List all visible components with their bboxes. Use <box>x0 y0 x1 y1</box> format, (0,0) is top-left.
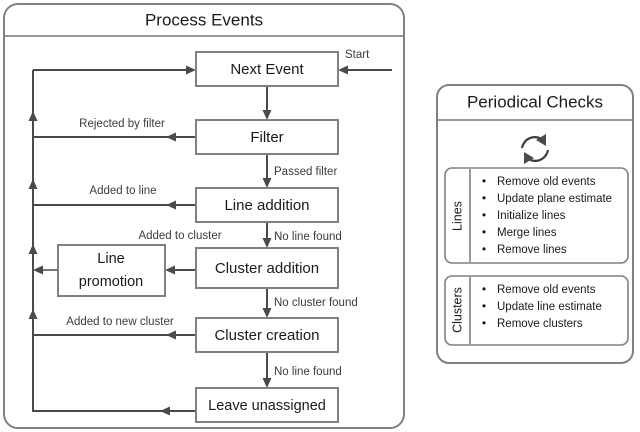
edge-labels: Start Rejected by filter Passed filter A… <box>66 49 370 378</box>
periodical-checks-title: Periodical Checks <box>467 92 603 111</box>
edge-start-to-next-event <box>338 65 392 75</box>
bullet-icon: • <box>482 225 486 239</box>
check-item-clusters-2: Remove clusters <box>497 318 583 330</box>
node-filter-label: Filter <box>250 129 283 146</box>
edge-line-addition-to-cluster-addition <box>262 222 272 248</box>
arrowhead-added-to-new-cluster <box>166 330 176 340</box>
check-item-lines-0: Remove old events <box>497 176 596 188</box>
node-line-promotion-label-line1: Line <box>97 251 124 267</box>
edge-label-no-cluster-found: No cluster found <box>274 297 358 309</box>
node-leave-unassigned-label: Leave unassigned <box>208 398 326 414</box>
arrowhead-start <box>338 65 348 75</box>
check-item-lines-3: Merge lines <box>497 227 557 239</box>
bullet-icon: • <box>482 191 486 205</box>
check-group-clusters-box <box>444 275 629 346</box>
check-item-lines-4: Remove lines <box>497 244 567 256</box>
node-leave-unassigned[interactable]: Leave unassigned <box>195 387 339 423</box>
check-group-clusters-label: Clusters <box>450 287 464 333</box>
arrowhead-next-to-filter <box>262 110 272 120</box>
node-line-promotion-label-line2: promotion <box>79 274 143 290</box>
bullet-icon: • <box>482 174 486 188</box>
node-line-promotion-box[interactable] <box>57 244 166 297</box>
node-cluster-addition-label: Cluster addition <box>215 260 319 277</box>
edge-label-added-to-line: Added to line <box>89 185 156 197</box>
arrowhead-added-to-cluster <box>165 265 175 275</box>
edge-label-rejected-by-filter: Rejected by filter <box>79 118 165 130</box>
node-next-event[interactable]: Next Event <box>195 51 339 87</box>
node-line-promotion[interactable]: Line promotion <box>57 244 166 297</box>
arrowhead-added-to-line <box>166 200 176 210</box>
edge-label-added-to-new-cluster: Added to new cluster <box>66 316 174 328</box>
node-cluster-creation-box[interactable] <box>195 317 339 353</box>
check-group-clusters: Clusters • Remove old events • Update li… <box>444 275 629 346</box>
flow-nodes: Next Event Filter Line addition Line pro… <box>57 51 339 423</box>
arrowhead-trunk-up-1 <box>28 111 38 121</box>
node-cluster-addition[interactable]: Cluster addition <box>195 247 339 289</box>
edge-added-to-line <box>28 179 196 210</box>
bullet-icon: • <box>482 242 486 256</box>
arrowhead-line-promotion-to-trunk <box>33 265 43 275</box>
bullet-icon: • <box>482 208 486 222</box>
arrowhead-line-addition-to-cluster-addition <box>262 238 272 248</box>
node-line-addition[interactable]: Line addition <box>195 187 339 223</box>
bullet-icon: • <box>482 299 486 313</box>
edge-cluster-creation-to-leave-unassigned <box>262 352 272 388</box>
periodical-checks-panel: Periodical Checks Lines • Remove old eve… <box>436 84 634 364</box>
check-group-lines: Lines • Remove old events • Update plane… <box>444 167 629 264</box>
check-group-lines-box <box>444 167 629 264</box>
node-line-addition-box[interactable] <box>195 187 339 223</box>
circular-refresh-icon <box>520 134 550 164</box>
arrowhead-trunk-up-4 <box>28 309 38 319</box>
edge-rejected-by-filter <box>28 111 196 142</box>
node-next-event-box[interactable] <box>195 51 339 87</box>
edge-label-added-to-cluster: Added to cluster <box>138 230 221 242</box>
arrowhead-trunk-up-3 <box>28 244 38 254</box>
check-item-clusters-0: Remove old events <box>497 284 596 296</box>
bullet-icon: • <box>482 316 486 330</box>
arrowhead-filter-to-line-addition <box>262 178 272 188</box>
node-leave-unassigned-box[interactable] <box>195 387 339 423</box>
check-group-lines-label: Lines <box>450 201 464 231</box>
edge-label-passed-filter: Passed filter <box>274 166 337 178</box>
node-line-addition-label: Line addition <box>224 197 309 214</box>
edge-added-to-new-cluster <box>28 309 196 340</box>
arrowhead-leave-unassigned <box>160 406 170 416</box>
arrowhead-return-into-next-event <box>186 65 196 75</box>
edge-label-start: Start <box>345 49 370 61</box>
edge-return-into-next-event <box>33 65 196 75</box>
bullet-icon: • <box>482 282 486 296</box>
arrowhead-cluster-creation-to-leave-unassigned <box>262 378 272 388</box>
check-item-lines-2: Initialize lines <box>497 210 566 222</box>
node-next-event-label: Next Event <box>230 61 304 78</box>
edge-label-no-line-found-1: No line found <box>274 231 342 243</box>
edge-added-to-cluster <box>165 265 196 275</box>
edge-label-no-line-found-2: No line found <box>274 366 342 378</box>
flow-connectors <box>28 65 392 416</box>
edge-cluster-addition-to-cluster-creation <box>262 288 272 318</box>
process-events-title: Process Events <box>145 10 263 29</box>
node-cluster-addition-box[interactable] <box>195 247 339 289</box>
edge-filter-to-line-addition <box>262 154 272 188</box>
edge-next-event-to-filter <box>262 86 272 120</box>
node-filter-box[interactable] <box>195 119 339 155</box>
check-item-clusters-1: Update line estimate <box>497 301 602 313</box>
node-cluster-creation-label: Cluster creation <box>214 327 319 344</box>
check-item-lines-1: Update plane estimate <box>497 193 612 205</box>
edge-line-promotion-to-trunk <box>28 244 58 275</box>
arrowhead-rejected-by-filter <box>166 132 176 142</box>
node-cluster-creation[interactable]: Cluster creation <box>195 317 339 353</box>
node-filter[interactable]: Filter <box>195 119 339 155</box>
edge-leave-unassigned-to-trunk <box>33 406 196 416</box>
arrowhead-trunk-up-2 <box>28 179 38 189</box>
arrowhead-cluster-addition-to-cluster-creation <box>262 308 272 318</box>
